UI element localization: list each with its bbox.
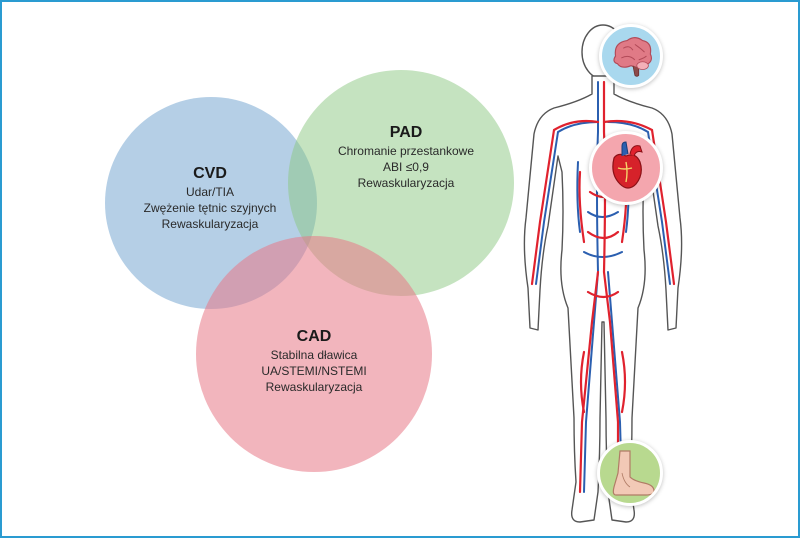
pad-line-1: Chromanie przestankowe [337, 144, 475, 158]
cvd-line-1: Udar/TIA [185, 185, 234, 199]
pad-line-2: ABI ≤0,9 [383, 160, 429, 174]
cvd-label: CVD Udar/TIA Zwężenie tętnic szyjnych Re… [120, 164, 300, 232]
cad-line-3: Rewaskularyzacja [265, 380, 363, 394]
brain-badge [599, 24, 663, 88]
heart-icon [612, 141, 643, 189]
brain-icon [613, 37, 652, 77]
heart-badge [589, 131, 663, 205]
foot-badge [597, 440, 663, 506]
cad-label: CAD Stabilna dławica UA/STEMI/NSTEMI Rew… [222, 327, 406, 395]
cad-line-2: UA/STEMI/NSTEMI [261, 364, 367, 378]
foot-icon [612, 450, 655, 496]
cvd-line-3: Rewaskularyzacja [161, 217, 259, 231]
cad-title: CAD [296, 328, 332, 345]
cad-line-1: Stabilna dławica [270, 348, 358, 362]
cad-circle [196, 236, 432, 472]
pad-title: PAD [389, 124, 423, 141]
pad-line-3: Rewaskularyzacja [357, 176, 455, 190]
cvd-line-2: Zwężenie tętnic szyjnych [143, 201, 277, 215]
pad-label: PAD Chromanie przestankowe ABI ≤0,9 Rewa… [316, 123, 496, 191]
cvd-title: CVD [193, 165, 227, 182]
